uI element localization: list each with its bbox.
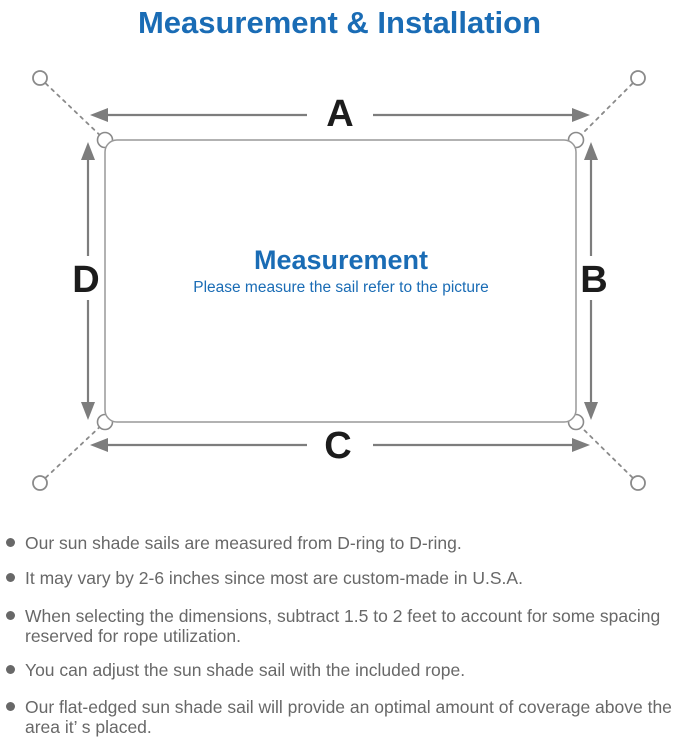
dimension-arrow-b [584, 142, 598, 420]
bullet-dot-icon [6, 702, 15, 711]
sail-outline [104, 139, 577, 423]
note-text: Our flat-edged sun shade sail will provi… [25, 697, 672, 737]
anchor-point-top-right [630, 70, 646, 86]
measurement-diagram: A C D B Measurement Please measure the s… [32, 70, 646, 491]
note-item-5: Our flat-edged sun shade sail will provi… [6, 697, 674, 737]
rope-bottom-right [575, 421, 639, 484]
anchor-point-bottom-right [630, 475, 646, 491]
note-text: It may vary by 2-6 inches since most are… [25, 568, 523, 588]
note-item-2: It may vary by 2-6 inches since most are… [6, 568, 674, 588]
rope-top-right [575, 77, 639, 141]
dimension-arrow-c [90, 438, 590, 452]
page-title: Measurement & Installation [137, 5, 542, 40]
dimension-arrow-a [90, 108, 590, 122]
anchor-point-top-left [32, 70, 48, 86]
note-text: Our sun shade sails are measured from D-… [25, 533, 462, 553]
bullet-dot-icon [6, 665, 15, 674]
note-item-4: You can adjust the sun shade sail with t… [6, 660, 674, 680]
dimension-label-c: C [324, 425, 351, 467]
dimension-label-a: A [326, 93, 353, 135]
dimension-label-b: B [580, 259, 607, 301]
rope-bottom-left [39, 421, 106, 484]
anchor-point-bottom-left [32, 475, 48, 491]
dimension-label-d: D [72, 259, 99, 301]
note-item-3: When selecting the dimensions, subtract … [6, 606, 674, 646]
bullet-dot-icon [6, 538, 15, 547]
diagram-center-subtitle: Please measure the sail refer to the pic… [193, 279, 489, 296]
dimension-arrow-d [81, 142, 95, 420]
note-item-1: Our sun shade sails are measured from D-… [6, 533, 674, 553]
bullet-dot-icon [6, 573, 15, 582]
diagram-center-title: Measurement [254, 245, 428, 275]
note-text: When selecting the dimensions, subtract … [25, 606, 661, 646]
rope-top-left [39, 77, 106, 141]
note-text: You can adjust the sun shade sail with t… [25, 660, 466, 680]
bullet-dot-icon [6, 611, 15, 620]
